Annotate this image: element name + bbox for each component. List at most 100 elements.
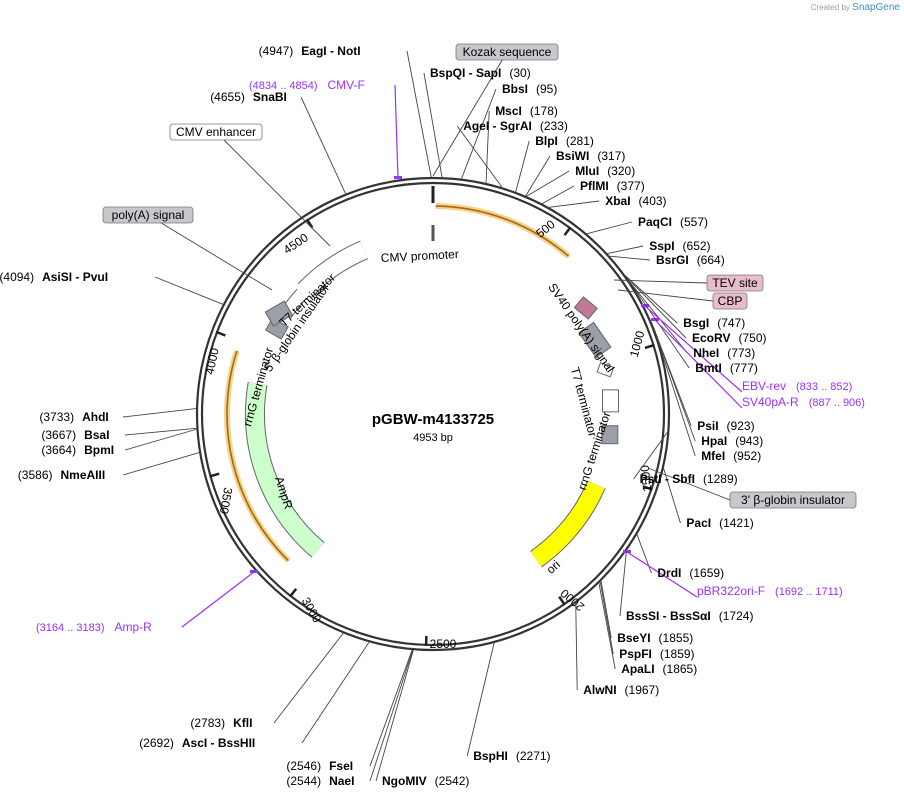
ruler-tick-label: 2500	[430, 637, 457, 651]
site-name: SnaBI	[253, 90, 287, 104]
site-name: BbsI	[502, 82, 528, 96]
site-leader	[526, 170, 570, 197]
site-name: BseYI	[617, 631, 650, 645]
site-leader	[301, 641, 370, 744]
primer-name: Amp-R	[115, 620, 153, 634]
site-label: (3664)BpmI	[41, 443, 114, 457]
box-leader	[147, 214, 273, 291]
site-label: BseYI (1855)	[617, 631, 693, 645]
site-label: (4947)EagI - NotI	[259, 44, 361, 58]
site-name: BspHI	[473, 749, 508, 763]
site-position: (30)	[509, 66, 530, 80]
snapgene-brand: SnapGene	[852, 2, 900, 13]
ruler-tick-label: 4000	[202, 346, 221, 375]
site-name: BsgI	[683, 316, 709, 330]
backbone-outer-ring	[195, 176, 671, 652]
site-name: BsrGI	[656, 253, 689, 267]
site-name: AhdI	[82, 410, 109, 424]
site-name: NmeAIII	[60, 468, 105, 482]
backbone-inner-ring	[200, 181, 666, 647]
site-label: EcoRV(750)	[692, 331, 766, 345]
site-name: PaqCI	[638, 215, 672, 229]
site-leader	[124, 427, 197, 436]
site-label: (2544)NaeI	[286, 774, 354, 788]
primer-name: CMV-F	[328, 78, 365, 92]
site-label: PspFI(1859)	[619, 647, 694, 661]
site-label: NheI(773)	[693, 346, 755, 360]
site-position: (2692)	[139, 736, 174, 750]
primer-marker	[641, 304, 649, 307]
site-name: BpmI	[84, 443, 114, 457]
site-name: MluI	[575, 164, 599, 178]
site-label: BlpI(281)	[535, 134, 594, 148]
site-leader	[586, 221, 633, 235]
site-position: (281)	[566, 134, 594, 148]
site-position: (4655)	[210, 90, 245, 104]
primer-leader	[626, 551, 698, 598]
ori-feature	[530, 480, 605, 567]
site-position: (2271)	[516, 749, 551, 763]
site-leader	[154, 276, 224, 305]
site-leader	[456, 125, 503, 188]
ampr-feature	[246, 382, 324, 557]
snapgene-credit: Created by SnapGene	[811, 2, 900, 13]
site-name: BssSI - BssSαI	[626, 609, 711, 623]
site-position: (1724)	[719, 609, 754, 623]
site-label: (2783)KflI	[190, 716, 252, 730]
site-position: (2783)	[190, 716, 225, 730]
site-leader	[633, 428, 670, 480]
site-label: (4094)AsiSI - PvuI	[0, 270, 108, 284]
site-position: (1659)	[689, 566, 724, 580]
sv40-signal-block	[578, 321, 612, 359]
site-position: (4947)	[259, 44, 294, 58]
site-name: AgeI - SgrAI	[463, 119, 532, 133]
site-name: HpaI	[701, 434, 727, 448]
ruler-tick	[558, 595, 566, 606]
site-leader	[663, 468, 681, 524]
site-name: EcoRV	[692, 331, 730, 345]
boxed-label-text: CMV enhancer	[176, 125, 256, 139]
site-position: (403)	[639, 194, 667, 208]
site-label: PaqCI(557)	[638, 215, 708, 229]
site-leader	[541, 185, 575, 204]
site-position: (377)	[617, 179, 645, 193]
site-leader	[625, 276, 687, 339]
site-position: (777)	[730, 361, 758, 375]
sv40-polya-block	[573, 296, 598, 320]
site-position: (1421)	[719, 516, 754, 530]
site-leader	[515, 140, 530, 193]
site-name: BspQI - SapI	[430, 66, 501, 80]
boxed-label-bg	[712, 292, 748, 310]
ruler-tick	[209, 472, 220, 478]
ruler-tick	[215, 330, 226, 337]
site-leader	[600, 580, 612, 639]
site-position: (2542)	[435, 774, 470, 788]
site-position: (773)	[727, 346, 755, 360]
site-leader	[625, 275, 678, 324]
site-label: BspHI (2271)	[473, 749, 550, 763]
site-label: NgoMIV (2542)	[382, 774, 469, 788]
site-label: HpaI(943)	[701, 434, 763, 448]
arrow-block	[602, 389, 620, 413]
primer-range: (3164 .. 3183)	[36, 622, 105, 634]
site-leader	[273, 633, 344, 724]
site-label: BsrGI(664)	[656, 253, 725, 267]
site-name: BsaI	[84, 428, 109, 442]
boxed-label-text: TEV site	[712, 276, 758, 290]
site-leader	[369, 649, 413, 767]
site-position: (1855)	[659, 631, 694, 645]
site-position: (1289)	[703, 472, 738, 486]
site-name: NgoMIV	[382, 774, 427, 788]
site-name: PacI	[686, 516, 711, 530]
boxed-label-text: CBP	[718, 294, 743, 308]
site-position: (3733)	[39, 410, 74, 424]
site-label: (3733) AhdI	[39, 410, 108, 424]
site-leader	[575, 603, 578, 691]
site-label: DrdI(1659)	[657, 566, 724, 580]
site-leader	[375, 650, 414, 782]
boxed-label-text: poly(A) signal	[112, 208, 185, 222]
primer-name: SV40pA-R	[742, 395, 799, 409]
primer-range: (1692 .. 1711)	[775, 586, 843, 598]
site-name: PspFI	[619, 647, 652, 661]
